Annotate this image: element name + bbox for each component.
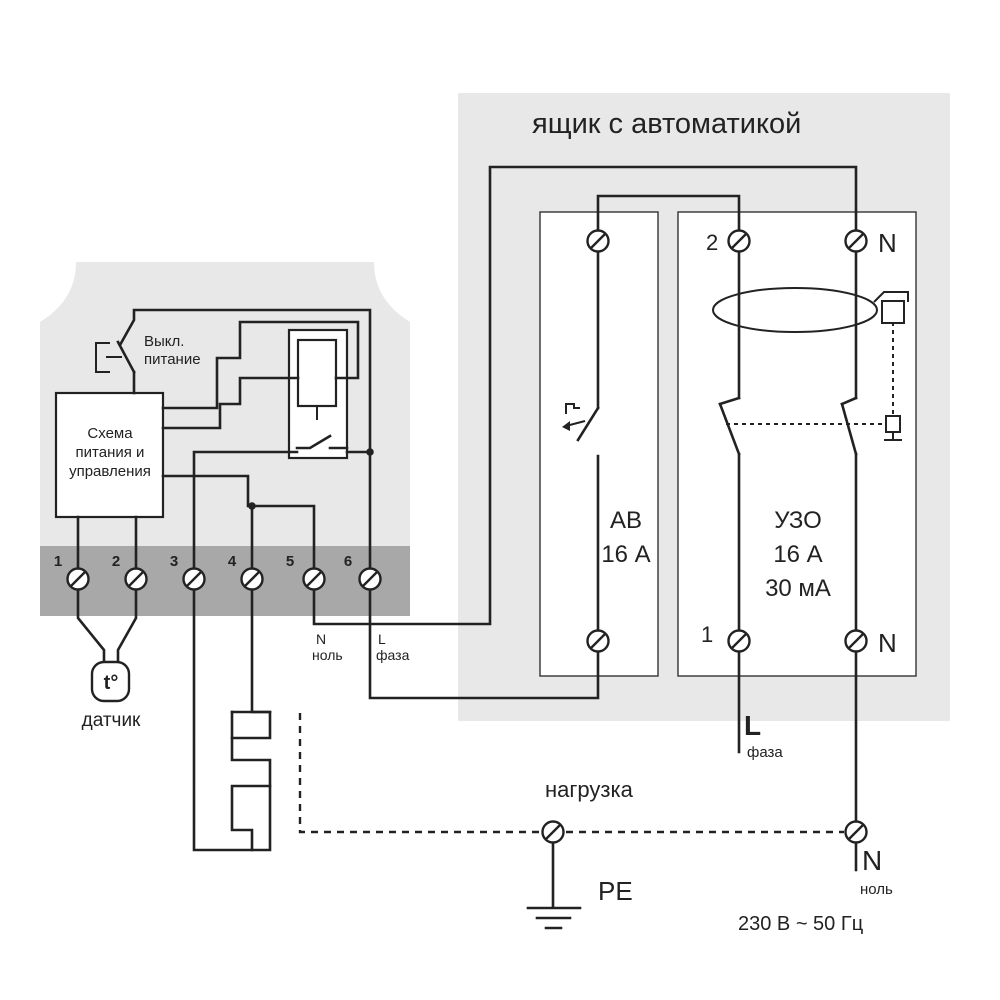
sensor-wires	[76, 588, 138, 665]
sensor-symbol: t°	[104, 672, 119, 694]
switch-contact	[116, 340, 136, 374]
supply-neutral-letter: N	[862, 845, 882, 876]
pe-dashed-line	[298, 713, 540, 834]
control-wire-2	[161, 376, 300, 430]
heating-element-icon	[192, 588, 272, 852]
screw-terminal-icon[interactable]	[124, 567, 148, 591]
rcd-contact-right-blade	[840, 402, 858, 456]
rcd-panel	[677, 211, 917, 677]
breaker-trip-icon	[565, 403, 580, 414]
rcd-terminal-1: 1	[701, 622, 713, 647]
terminal-strip	[40, 546, 410, 616]
trip-actuator-icon	[885, 415, 901, 433]
rcd-contact-left	[718, 396, 741, 406]
terminal-number: 2	[112, 553, 120, 570]
switch-wire-top	[118, 308, 372, 454]
screw-terminal-icon[interactable]	[586, 629, 610, 653]
control-label: управления	[69, 463, 151, 480]
terminal-l-word: фаза	[376, 647, 410, 663]
supply-phase-letter: L	[744, 710, 761, 741]
breaker-name: АВ	[610, 507, 642, 534]
screw-terminal-icon[interactable]	[586, 229, 610, 253]
heating-element-return	[250, 784, 272, 852]
rcd-terminal-2: 2	[706, 230, 718, 255]
terminal-number: 4	[228, 553, 237, 570]
supply-spec: 230 В ~ 50 Гц	[738, 913, 863, 935]
terminal-number: 6	[344, 553, 352, 570]
rcd-leak-current: 30 мА	[765, 575, 831, 602]
transformer-lead	[873, 291, 909, 303]
relay-contact-icon	[295, 434, 332, 450]
terminal-n-letter: N	[316, 631, 326, 647]
relay-coil-icon	[296, 338, 338, 408]
breaker-trip-arrow-head	[562, 421, 570, 431]
ground-icon	[526, 906, 582, 930]
supply-phase-word: фаза	[747, 744, 783, 761]
screw-terminal-icon[interactable]	[302, 567, 326, 591]
screw-terminal-icon[interactable]	[182, 567, 206, 591]
switch-label: питание	[144, 351, 201, 368]
rcd-terminal-n-bottom: N	[878, 628, 897, 658]
junction-node	[366, 448, 374, 456]
breaker-rating: 16 А	[601, 541, 650, 568]
switch-label: Выкл.	[144, 333, 184, 350]
terminal-number: 5	[286, 553, 294, 570]
wire-phase-to-breaker	[368, 577, 600, 700]
rcd-rating: 16 А	[773, 541, 822, 568]
rcd-contact-right	[840, 396, 858, 406]
terminal-number: 1	[54, 553, 62, 570]
wire-neutral-to-rcd	[312, 165, 858, 626]
breaker-contact	[576, 406, 600, 442]
trip-coil-icon	[881, 300, 905, 324]
terminal-number: 3	[170, 553, 178, 570]
differential-transformer-icon	[712, 287, 878, 333]
rcd-contact-left-blade	[718, 402, 741, 456]
screw-terminal-icon[interactable]	[727, 629, 751, 653]
control-label: питания и	[76, 444, 145, 461]
screw-terminal-icon[interactable]	[541, 820, 565, 844]
screw-terminal-icon[interactable]	[358, 567, 382, 591]
screw-terminal-icon[interactable]	[240, 567, 264, 591]
junction-node	[248, 502, 256, 510]
screw-terminal-icon[interactable]	[844, 229, 868, 253]
load-label: нагрузка	[545, 777, 634, 802]
control-wire-1	[161, 320, 360, 410]
terminal-l-letter: L	[378, 631, 386, 647]
screw-terminal-icon[interactable]	[844, 820, 868, 844]
relay-out-to-t3	[192, 450, 299, 581]
temperature-sensor-icon	[90, 660, 131, 703]
screw-terminal-icon[interactable]	[66, 567, 90, 591]
sensor-label: датчик	[82, 710, 141, 731]
pe-label: PE	[598, 876, 633, 906]
control-label: Схема	[87, 425, 133, 442]
wire-breaker-to-rcd	[596, 194, 741, 240]
switch-icon	[95, 342, 110, 373]
control-wire-4	[161, 474, 316, 581]
control-circuit-box	[54, 391, 165, 519]
supply-neutral-word: ноль	[860, 881, 893, 898]
screw-terminal-icon[interactable]	[727, 229, 751, 253]
screw-terminal-icon[interactable]	[844, 629, 868, 653]
automation-box-title: ящик с автоматикой	[532, 108, 801, 140]
terminal-n-word: ноль	[312, 647, 343, 663]
rcd-terminal-n-top: N	[878, 228, 897, 258]
rcd-name: УЗО	[774, 507, 822, 534]
